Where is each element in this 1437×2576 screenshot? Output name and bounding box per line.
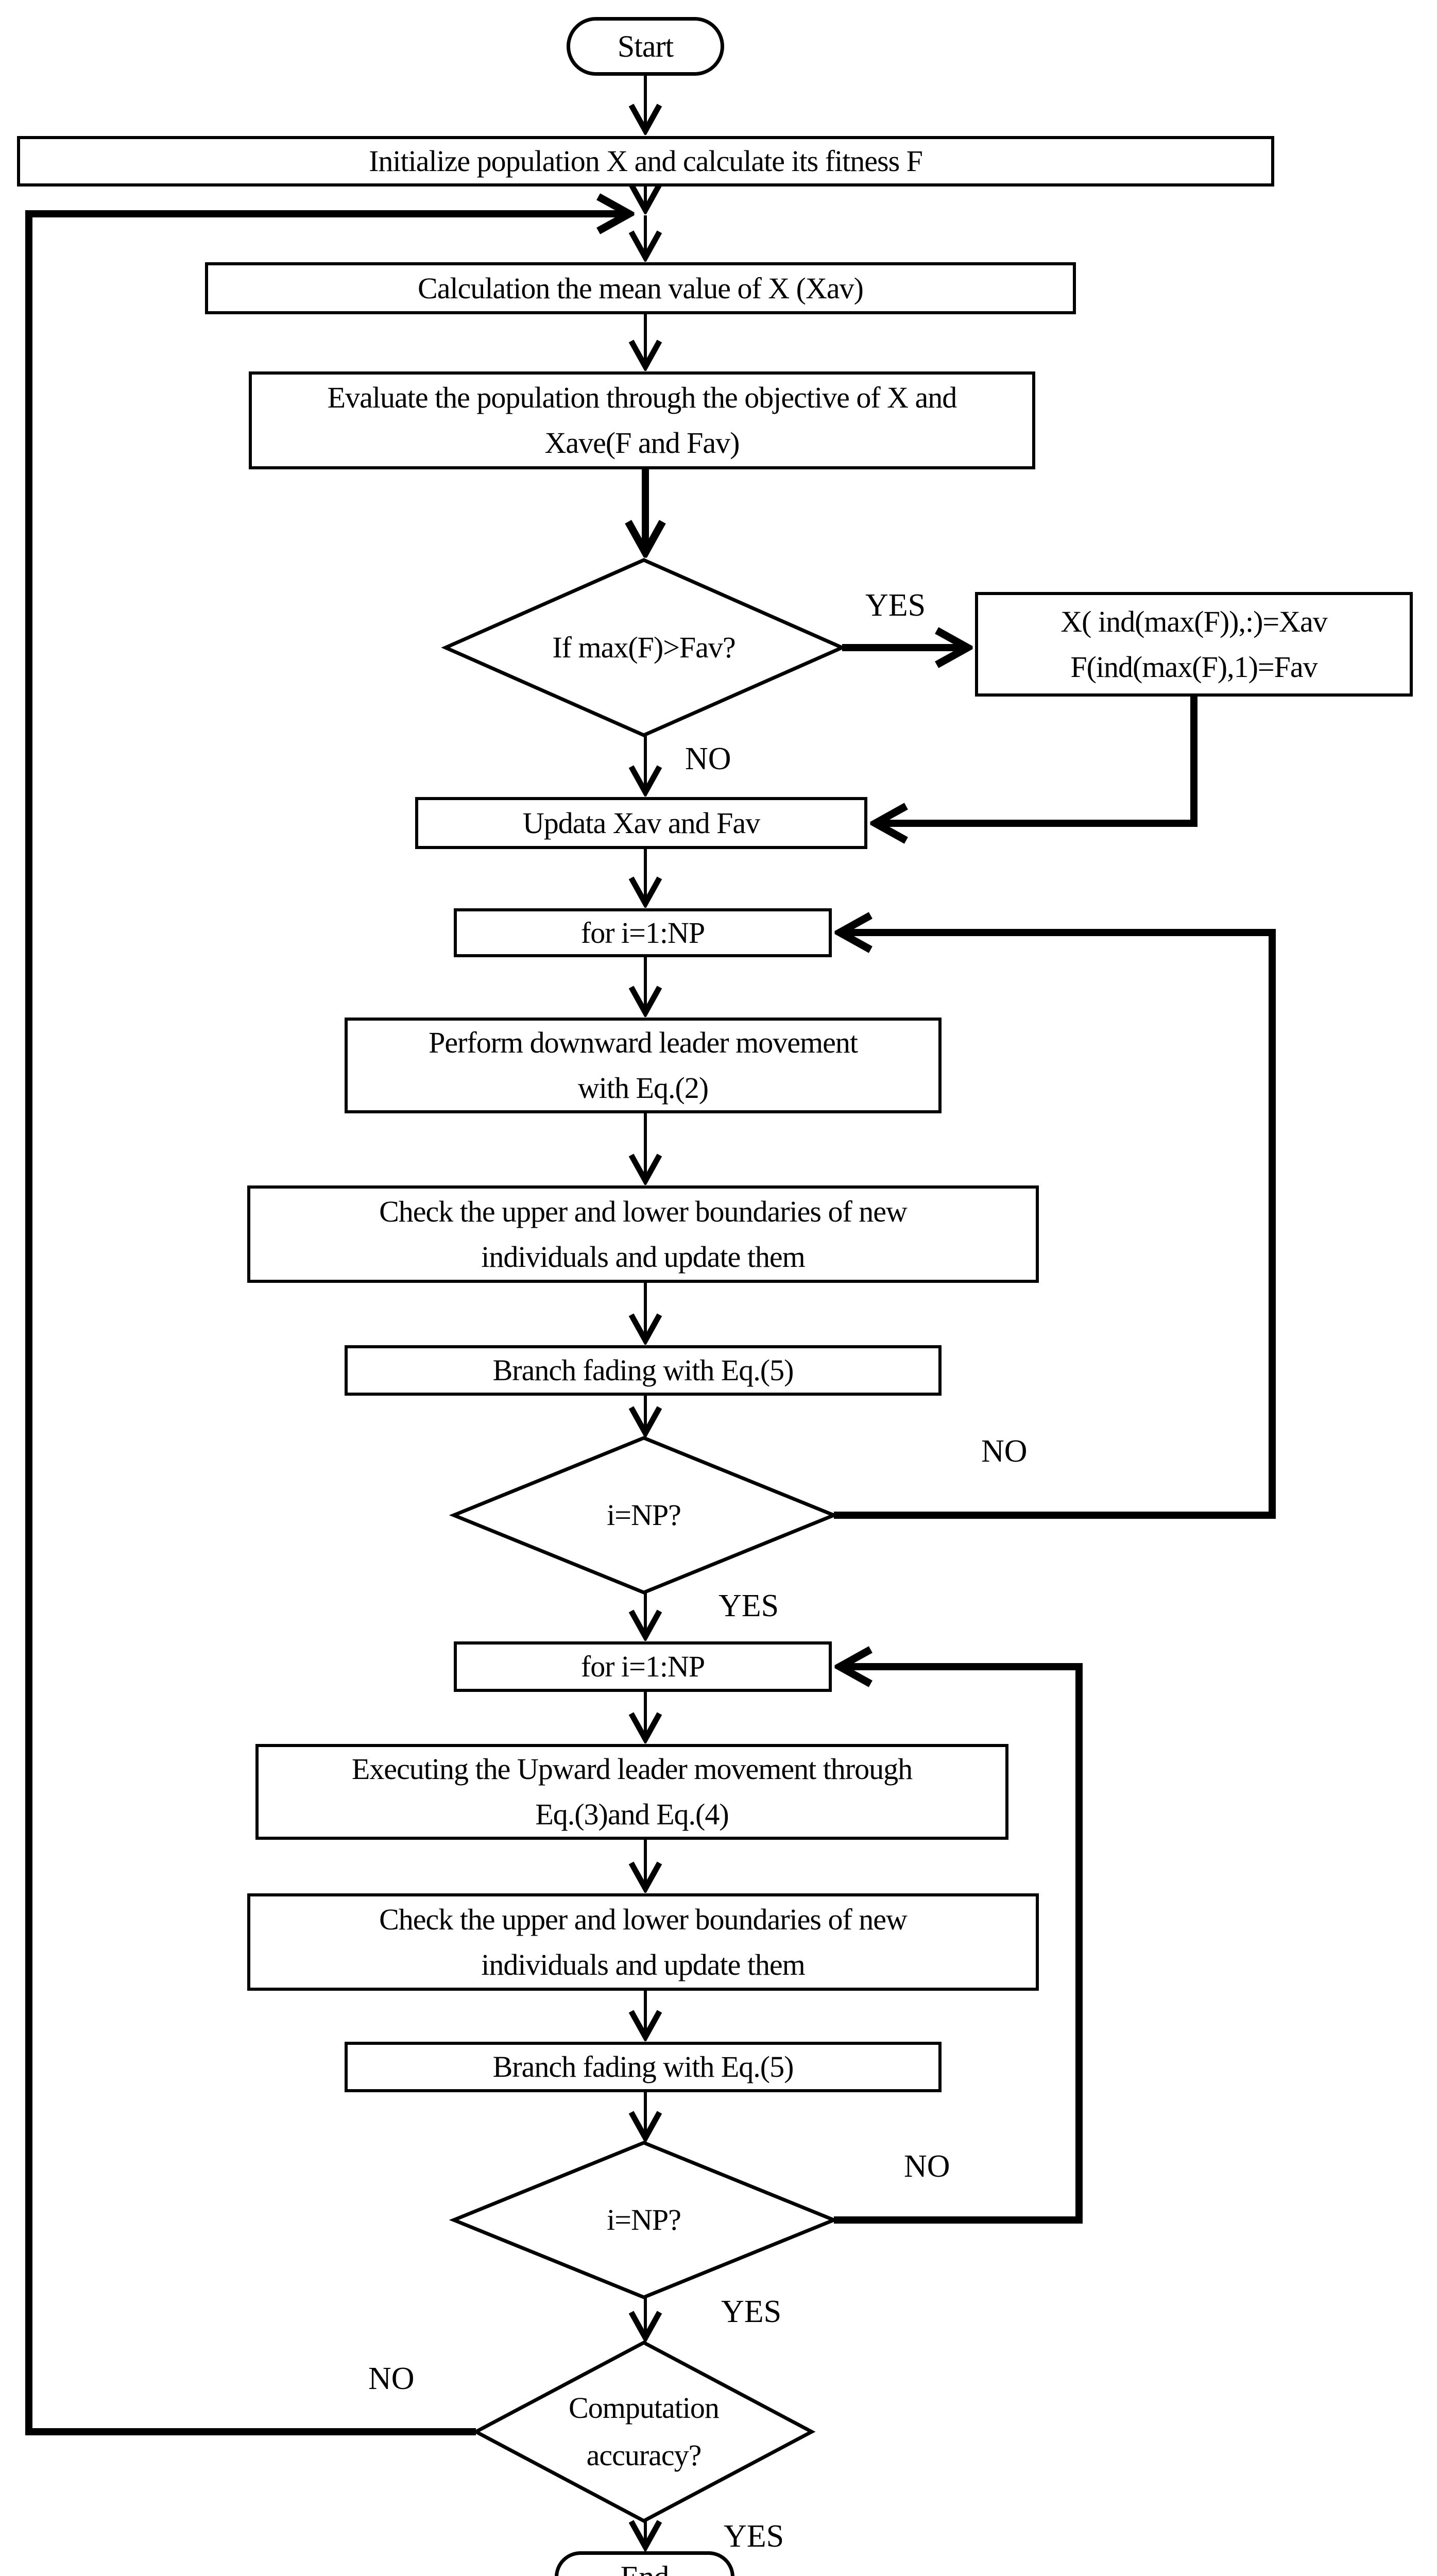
process-line: Perform downward leader movement [429, 1026, 858, 1059]
edge-d2-no-loop [834, 933, 1276, 1519]
decision-computation-accuracy [472, 2341, 816, 2523]
process-assign-xav-fav: X( ind(max(F)),:)=Xav F(ind(max(F),1)=Fa… [975, 592, 1413, 697]
process-check-boundaries-1: Check the upper and lower boundaries of … [247, 1185, 1039, 1283]
process-for-loop-2: for i=1:NP [454, 1641, 832, 1692]
decision-text-i-np-2: i=NP? [607, 2203, 681, 2236]
process-initialize-population: Initialize population X and calculate it… [17, 136, 1274, 187]
process-line: Check the upper and lower boundaries of … [379, 1902, 908, 1936]
process-line: individuals and update them [481, 1947, 806, 1981]
process-upward-leader: Executing the Upward leader movement thr… [255, 1744, 1008, 1840]
decision-i-np-1 [449, 1436, 839, 1595]
edge-label-d3-yes: YES [721, 2294, 782, 2329]
process-line: Executing the Upward leader movement thr… [351, 1752, 913, 1786]
process-line: F(ind(max(F),1)=Fav [1070, 650, 1318, 684]
process-update-xav-fav: Updata Xav and Fav [415, 797, 867, 849]
edge-assign-updata [879, 697, 1198, 823]
process-branch-fading-2: Branch fading with Eq.(5) [345, 2042, 942, 2092]
process-line: Xave(F and Fav) [544, 426, 740, 460]
process-line: Check the upper and lower boundaries of … [379, 1194, 908, 1228]
process-for-loop-1: for i=1:NP [454, 908, 832, 957]
edge-label-d3-no: NO [904, 2149, 950, 2184]
process-line: Evaluate the population through the obje… [327, 381, 957, 414]
process-line: Eq.(3)and Eq.(4) [535, 1798, 729, 1831]
process-downward-leader: Perform downward leader movement with Eq… [345, 1018, 942, 1113]
edge-label-d1-no: NO [685, 741, 731, 776]
decision-text-computation-accuracy: Computation accuracy? [569, 2391, 720, 2472]
start-label: Start [617, 29, 674, 63]
edge-label-d2-yes: YES [718, 1588, 779, 1623]
process-evaluate-population: Evaluate the population through the obje… [249, 371, 1035, 469]
process-line: Initialize population X and calculate it… [369, 144, 923, 178]
process-line: individuals and update them [481, 1240, 806, 1274]
decision-i-np-2 [449, 2141, 839, 2299]
process-line: Branch fading with Eq.(5) [492, 2050, 794, 2083]
start-node: Start [567, 17, 724, 76]
edge-label-d4-no: NO [368, 2361, 415, 2396]
process-calc-mean: Calculation the mean value of X (Xav) [205, 262, 1076, 314]
process-check-boundaries-2: Check the upper and lower boundaries of … [247, 1893, 1039, 1991]
edge-label-d2-no: NO [981, 1434, 1028, 1469]
process-line: Branch fading with Eq.(5) [492, 1353, 794, 1387]
end-label: End [621, 2554, 670, 2576]
process-line: with Eq.(2) [577, 1071, 709, 1105]
end-node: End [555, 2551, 734, 2576]
process-line: for i=1:NP [580, 1650, 705, 1683]
decision-text-if-max-f: If max(F)>Fav? [552, 631, 735, 664]
decision-if-max-f [441, 558, 847, 737]
edge-label-d4-yes: YES [724, 2519, 784, 2554]
decision-text-i-np-1: i=NP? [607, 1498, 681, 1532]
process-branch-fading-1: Branch fading with Eq.(5) [345, 1345, 942, 1396]
edge-d4-no-feedback [25, 214, 626, 2435]
process-line: X( ind(max(F)),:)=Xav [1060, 604, 1327, 638]
edge-d3-no-loop [834, 1667, 1083, 2224]
process-line: for i=1:NP [580, 916, 705, 950]
process-line: Updata Xav and Fav [522, 806, 760, 840]
process-line: Calculation the mean value of X (Xav) [418, 271, 864, 305]
edge-label-d1-yes: YES [865, 588, 926, 623]
